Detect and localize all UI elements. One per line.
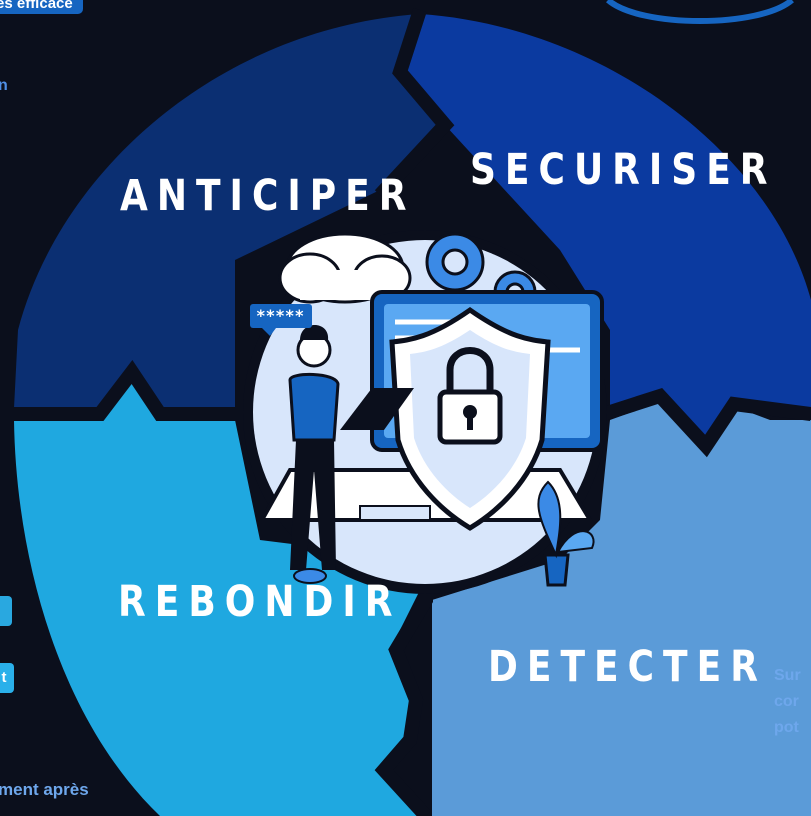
plant-icon xyxy=(537,480,595,587)
password-bubble xyxy=(250,304,312,336)
label-anticiper: ANTICIPER xyxy=(120,172,416,221)
left-chip-1 xyxy=(0,596,12,626)
quadrant-rebondir xyxy=(14,378,420,816)
right-fragment-line-2: cor xyxy=(774,693,799,710)
label-detecter: DETECTER xyxy=(488,643,767,692)
quadrant-divider xyxy=(601,387,811,458)
person-icon xyxy=(288,325,414,584)
top-badge: es efficace xyxy=(0,0,83,14)
shield-lock-icon xyxy=(389,306,551,531)
password-bubble-text: ***** xyxy=(256,306,305,325)
quadrant-securiser xyxy=(400,14,811,440)
decorative-ring xyxy=(606,0,794,24)
left-chip-2: t xyxy=(0,663,14,693)
right-fragment-line-3: pot xyxy=(774,719,799,736)
label-rebondir: REBONDIR xyxy=(118,578,402,627)
quadrant-detecter xyxy=(432,402,811,816)
quadrant-divider xyxy=(374,570,433,816)
quadrant-divider xyxy=(10,359,240,421)
cloud-icon xyxy=(278,232,412,304)
right-fragment-line-1: Sur xyxy=(774,667,801,684)
left-fragment-text: n xyxy=(0,77,8,94)
quadrant-anticiper xyxy=(14,14,445,408)
central-illustration xyxy=(243,230,607,594)
bottom-left-fragment-text: ment après xyxy=(0,780,89,799)
label-securiser: SECURISER xyxy=(470,146,777,195)
quadrant-divider xyxy=(374,7,455,200)
